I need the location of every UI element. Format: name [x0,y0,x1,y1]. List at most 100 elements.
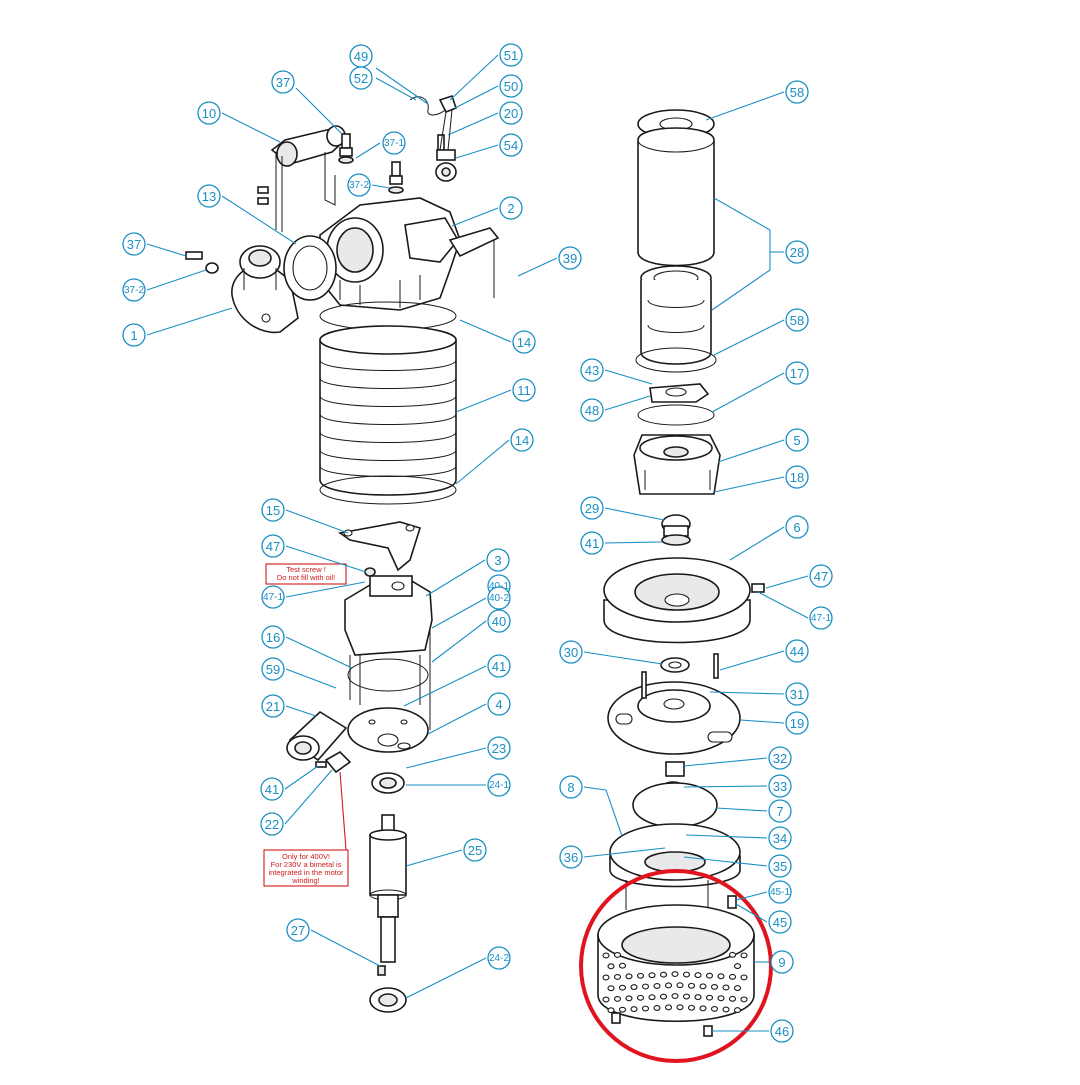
callout-circle [768,799,792,823]
callout-label: 43 [585,363,599,378]
callout-leader-line [427,703,487,735]
callout-circle [785,240,809,264]
callout-label: 44 [790,644,804,659]
callout-label: 10 [202,106,216,121]
callout-39: 39 [517,246,582,277]
strainer-hole [671,971,679,977]
callout-leader-line [449,54,499,101]
callout-label: 14 [517,335,531,350]
callout-label: 4 [495,697,502,712]
seal-ring-part [660,653,719,679]
callout-8: 8 [559,775,623,837]
strainer-hole [733,985,742,992]
callout-36: 36 [559,845,666,869]
callout-circle [785,711,809,735]
callout-leader-line [583,651,663,665]
callout-circle [487,654,511,678]
callout-leader-line [375,67,429,105]
callout-leader-line [454,85,499,109]
callout-leader-line [739,719,785,724]
strainer-hole [687,982,696,989]
callout-circle [382,131,406,155]
callout-label: 18 [790,470,804,485]
callout-21: 21 [261,694,317,718]
callout-label: 24-2 [489,953,509,964]
callout-circle [580,398,604,422]
callout-label: 46 [775,1024,789,1039]
strainer-hole [682,971,691,978]
callout-54: 54 [455,133,523,159]
strainer-hole [607,985,615,992]
callout-40-2: 40-2 [431,586,511,629]
strainer-hole [694,994,702,1001]
callout-label: 2 [507,201,514,216]
callout-24-1: 24-1 [406,773,511,797]
callout-47: 47 [765,564,833,589]
callout-circle [122,278,146,302]
callout-leader-line [285,509,349,534]
callout-leader-line [709,691,785,695]
strainer-hole [648,994,656,1001]
callout-leader-line [284,765,319,790]
callout-51: 51 [449,43,523,101]
callout-circle [197,184,221,208]
callout-48: 48 [580,395,651,422]
callout-label: 40 [492,614,506,629]
callout-leader-line [713,197,771,231]
top-cover-part [319,197,500,311]
pump-housing-part [609,823,741,914]
callout-leader-line [713,319,785,356]
callout-label: 34 [773,831,787,846]
callout-leader-line [405,747,487,769]
callout-circle [558,246,582,270]
callout-leader-line [683,757,768,767]
strainer-hole [694,972,702,979]
bimetal-note-line3: integrated in the motor [268,868,344,877]
callout-circle [487,609,511,633]
callout-3: 3 [425,548,510,597]
callout-label: 39 [563,251,577,266]
bimetal-note-line1: Only for 400V! [282,852,330,861]
motor-cover-part [344,567,433,730]
callout-leader-line [604,507,665,521]
callout-label: 37-2 [349,180,369,191]
callout-leader-line [719,650,785,671]
callout-59: 59 [261,657,337,689]
strainer-hole [630,1006,638,1013]
cable-bracket-part [409,94,457,182]
callout-24-2: 24-2 [405,946,511,999]
callout-4: 4 [427,692,511,735]
callout-leader-line [715,807,768,812]
callout-45: 45 [735,903,792,934]
rotor-shaft-part [369,814,407,976]
strainer-hole [607,1007,615,1014]
seal-housing-part [633,434,721,495]
callout-leader-line [757,591,809,619]
callout-9: 9 [754,950,794,974]
callout-leader-line [447,112,499,136]
strainer-hole [710,1005,719,1012]
callout-circle [512,378,536,402]
callout-label: 47 [814,569,828,584]
callout-circle [768,746,792,770]
bimetal-note-line4: winding! [291,876,320,885]
sleeve-part [635,109,717,373]
strainer-hole [641,1005,650,1012]
callout-10: 10 [197,101,281,143]
callout-label: 19 [790,716,804,731]
callout-label: 59 [266,662,280,677]
strainer-hole [676,982,684,989]
callout-leader-line [685,834,768,839]
callout-circle [260,777,284,801]
bearing-lower-part [369,987,407,1013]
callout-label: 35 [773,859,787,874]
callout-label: 47 [266,539,280,554]
callout-40: 40 [431,609,511,663]
callout-leader-line [765,575,809,589]
callout-leader-line [455,144,499,159]
callout-leader-line [295,87,343,135]
strainer-hole [653,982,661,989]
callout-label: 48 [585,403,599,418]
